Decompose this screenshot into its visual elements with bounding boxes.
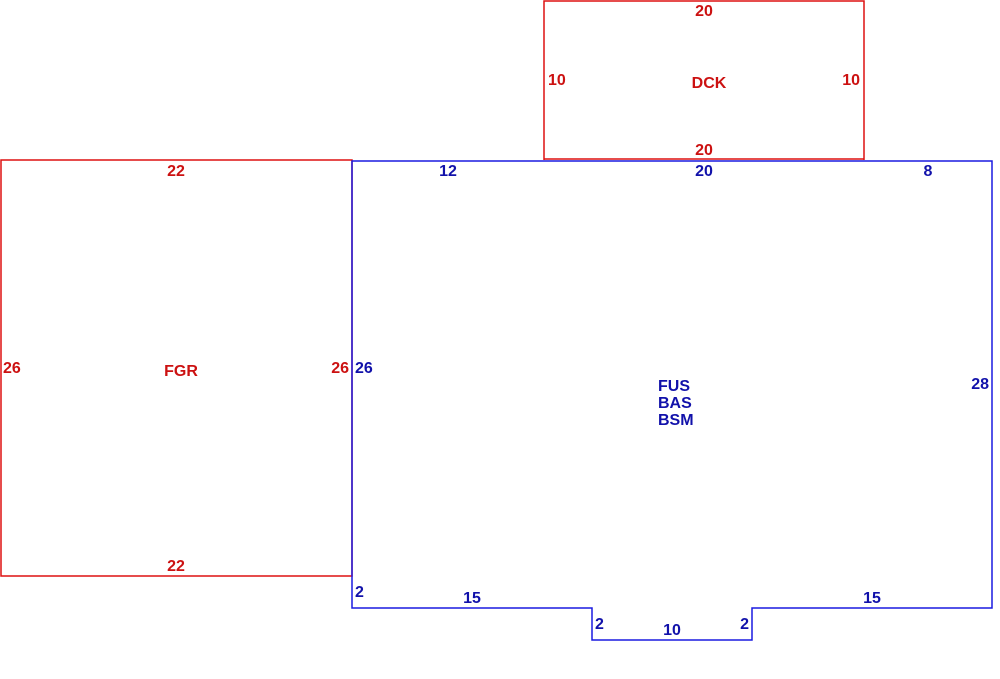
deck-top-dimension: 20	[695, 3, 713, 20]
deck-outline	[543, 0, 865, 160]
deck-left-dimension: 10	[548, 72, 566, 89]
deck-bottom-dimension: 20	[695, 142, 713, 159]
main-notch-left-dimension: 2	[595, 616, 604, 633]
deck-right-dimension: 10	[842, 72, 860, 89]
main-notch-bottom-dimension: 10	[663, 622, 681, 639]
main-left-dimension: 26	[355, 360, 373, 377]
garage-bottom-dimension: 22	[167, 558, 185, 575]
garage-left-dimension: 26	[3, 360, 21, 377]
main-code-label-3: BSM	[658, 412, 694, 429]
main-left-offset-dimension: 2	[355, 584, 364, 601]
garage-code-label: FGR	[164, 363, 198, 380]
main-notch-right-dimension: 2	[740, 616, 749, 633]
main-code-label-2: BAS	[658, 395, 692, 412]
main-area-outline	[351, 160, 993, 641]
main-code-label-1: FUS	[658, 378, 690, 395]
main-top-right-dimension: 8	[924, 163, 933, 180]
main-right-dimension: 28	[971, 376, 989, 393]
main-bottom-left-dimension: 15	[463, 590, 481, 607]
garage-right-dimension: 26	[331, 360, 349, 377]
garage-top-dimension: 22	[167, 163, 185, 180]
deck-code-label: DCK	[692, 75, 727, 92]
main-bottom-right-dimension: 15	[863, 590, 881, 607]
main-top-left-dimension: 12	[439, 163, 457, 180]
main-top-middle-dimension: 20	[695, 163, 713, 180]
